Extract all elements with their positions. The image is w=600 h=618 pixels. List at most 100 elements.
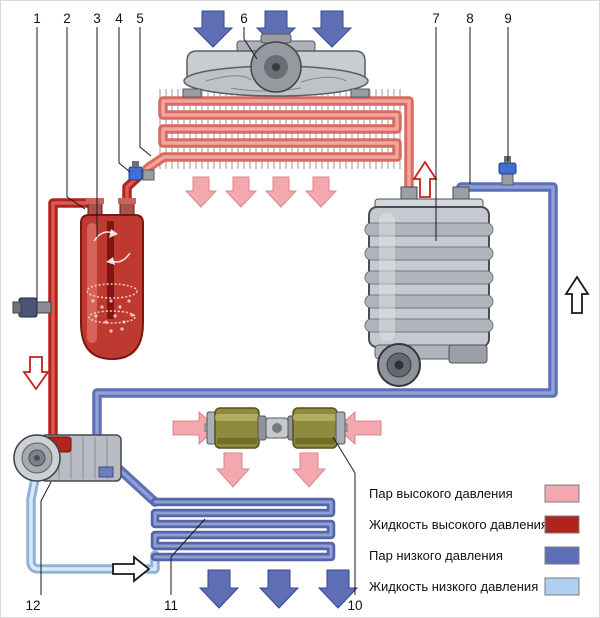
receiver-port-cap — [86, 198, 104, 204]
callout-9: 9 — [504, 11, 512, 26]
valve-blue-fitting — [98, 466, 114, 478]
receiver-desiccant — [91, 299, 134, 333]
receiver-flow-arrowhead — [109, 229, 118, 238]
compressor-highlight — [379, 213, 395, 341]
legend-row: Пар низкого давления — [369, 546, 580, 565]
leader-line-11 — [170, 518, 206, 595]
muffler-coupling-core — [272, 423, 282, 433]
callout-11: 11 — [164, 598, 178, 613]
fan-foot — [182, 88, 202, 98]
fitting-valve — [498, 162, 517, 175]
airflow-arrows-bottom — [198, 569, 359, 609]
airflow-arrows-under-condenser — [184, 176, 338, 208]
fan-foot — [350, 88, 370, 98]
service-valve-cap — [12, 301, 22, 314]
compressor-rib — [364, 318, 494, 333]
legend-swatch — [544, 484, 580, 503]
leader-line-10 — [332, 436, 356, 595]
warm-air-arrow — [291, 452, 327, 488]
evaporator-coil — [150, 497, 336, 562]
clutch-center — [394, 360, 404, 370]
muffler-end-cap — [335, 411, 346, 445]
compressor-rib — [364, 222, 494, 237]
valve-end-cap-center — [34, 455, 40, 461]
legend-swatch — [544, 577, 580, 596]
compressor-mount — [448, 344, 488, 364]
muffler-shadow — [295, 438, 335, 444]
legend-label: Жидкость низкого давления — [369, 579, 538, 594]
compressor-rib — [364, 294, 494, 309]
legend-label: Жидкость высокого давления — [369, 517, 548, 532]
high-pressure-vapor-pipe — [134, 96, 414, 202]
service-valve — [12, 297, 52, 318]
muffler-highlight — [215, 414, 259, 421]
muffler-shadow — [217, 438, 257, 444]
leader-line-5 — [139, 27, 152, 157]
receiver-drier — [80, 198, 144, 361]
cold-air-arrow — [317, 569, 359, 609]
fan-motor-shaft — [272, 63, 280, 71]
cold-air-arrow — [198, 569, 240, 609]
callout-8: 8 — [466, 11, 474, 26]
service-valve-body — [18, 297, 38, 318]
receiver-dip-tube — [107, 221, 114, 319]
muffler-assembly — [204, 407, 348, 449]
callout-3: 3 — [93, 11, 101, 26]
fan-blade — [230, 87, 302, 92]
receiver-filter-mesh — [86, 283, 138, 299]
muffler-highlight — [293, 414, 337, 421]
callout-5: 5 — [136, 11, 144, 26]
condenser-outlet-fitting — [128, 161, 155, 181]
warm-air-arrow — [304, 176, 338, 208]
fitting-nut — [142, 169, 155, 181]
legend-row: Пар высокого давления — [369, 484, 580, 503]
leader-line-2 — [66, 27, 86, 210]
warm-air-arrow — [215, 452, 251, 488]
receiver-port-cap — [118, 198, 136, 204]
leader-line-6 — [243, 27, 258, 60]
low-pressure-liquid-pipe — [26, 474, 160, 574]
callout-1: 1 — [33, 11, 41, 26]
fan-blade — [300, 76, 347, 83]
callout-4: 4 — [115, 11, 123, 26]
airflow-arrows-middle — [172, 410, 382, 488]
muffler-end-cap — [257, 415, 267, 441]
suction-line-fitting — [498, 156, 517, 186]
flow-direction-arrows — [22, 160, 590, 583]
callout-numbers: 1 2 3 4 5 6 7 8 9 10 11 12 — [25, 11, 511, 613]
expansion-valve — [13, 434, 122, 482]
fitting-stub — [501, 172, 514, 186]
airflow-down-arrow — [192, 10, 234, 48]
warm-air-arrow — [224, 176, 258, 208]
warm-air-arrow — [184, 176, 218, 208]
legend: Пар высокого давления Жидкость высокого … — [369, 484, 580, 596]
fan-blade — [205, 75, 252, 82]
flow-arrow-up-black — [564, 275, 590, 314]
compressor — [364, 186, 494, 387]
compressor-rib — [364, 246, 494, 261]
airflow-down-arrow — [311, 10, 353, 48]
callout-2: 2 — [63, 11, 71, 26]
legend-label: Пар низкого давления — [369, 548, 503, 563]
leader-line-4 — [118, 27, 131, 173]
leader-line-12 — [40, 481, 52, 595]
airflow-arrows-top — [192, 10, 353, 48]
leader-lines — [36, 27, 509, 595]
warm-air-arrow — [264, 176, 298, 208]
legend-row: Жидкость низкого давления — [369, 577, 580, 596]
callout-7: 7 — [432, 11, 440, 26]
cold-air-arrow — [258, 569, 300, 609]
legend-swatch — [544, 546, 580, 565]
legend-swatch — [544, 515, 580, 534]
callout-6: 6 — [240, 11, 248, 26]
compressor-rib — [364, 270, 494, 285]
flow-arrow-right-black — [112, 555, 151, 583]
legend-row: Жидкость высокого давления — [369, 515, 580, 534]
callout-12: 12 — [25, 598, 40, 613]
receiver-highlight — [87, 223, 97, 343]
receiver-flow-arrowhead — [106, 257, 115, 265]
fitting-cap — [132, 161, 139, 167]
flow-arrow-down-red — [22, 356, 50, 391]
